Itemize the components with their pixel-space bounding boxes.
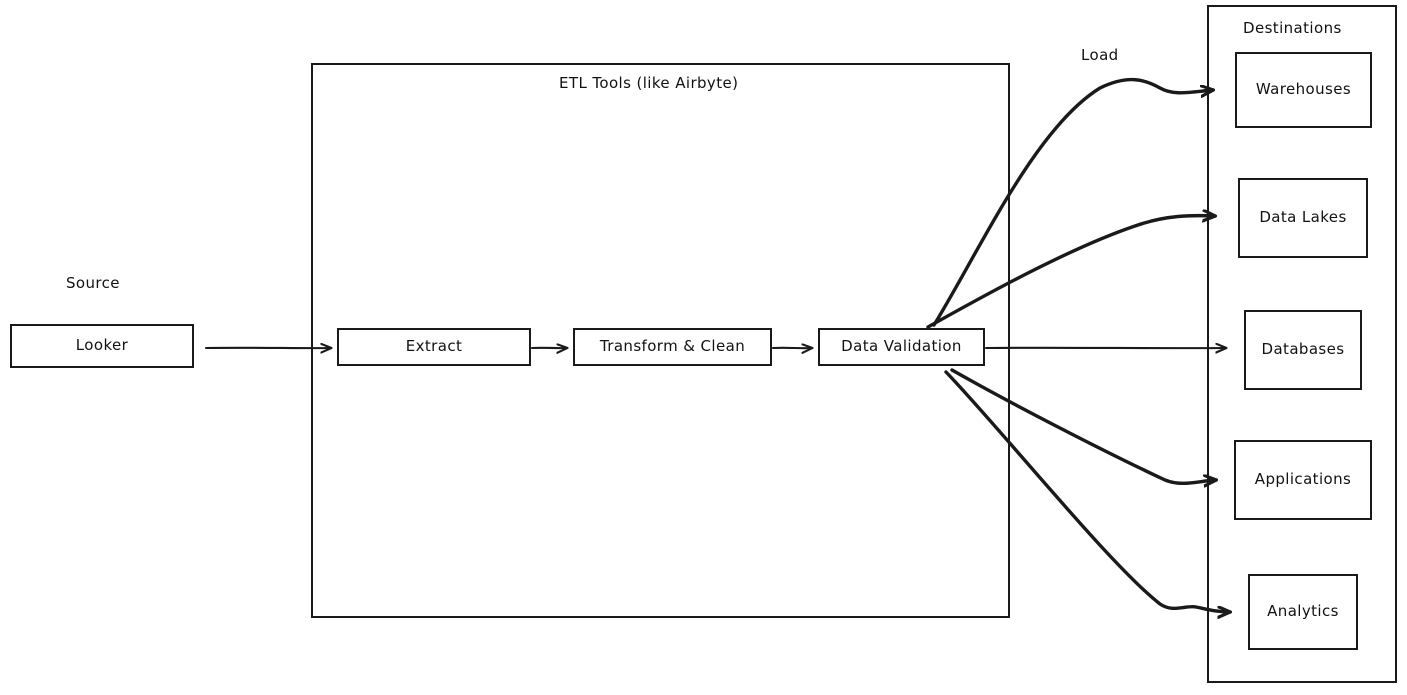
source-label: Source xyxy=(66,274,120,292)
node-applications[interactable]: Applications xyxy=(1234,440,1372,520)
node-transform-clean-label: Transform & Clean xyxy=(599,337,746,356)
destinations-container xyxy=(1207,5,1397,683)
load-label: Load xyxy=(1081,46,1119,64)
node-databases-label: Databases xyxy=(1261,340,1345,359)
etl-tools-title: ETL Tools (like Airbyte) xyxy=(559,74,739,92)
node-warehouses[interactable]: Warehouses xyxy=(1235,52,1372,128)
node-warehouses-label: Warehouses xyxy=(1255,80,1352,99)
node-data-validation[interactable]: Data Validation xyxy=(818,328,985,366)
node-extract[interactable]: Extract xyxy=(337,328,531,366)
node-analytics-label: Analytics xyxy=(1267,602,1339,621)
node-transform-clean[interactable]: Transform & Clean xyxy=(573,328,772,366)
node-data-lakes[interactable]: Data Lakes xyxy=(1238,178,1368,258)
node-looker-label: Looker xyxy=(75,336,129,355)
node-extract-label: Extract xyxy=(405,337,463,356)
node-applications-label: Applications xyxy=(1254,470,1352,489)
node-data-lakes-label: Data Lakes xyxy=(1259,208,1347,227)
node-databases[interactable]: Databases xyxy=(1244,310,1362,390)
etl-tools-container xyxy=(311,63,1010,618)
destinations-title: Destinations xyxy=(1243,19,1342,37)
node-looker[interactable]: Looker xyxy=(10,324,194,368)
node-data-validation-label: Data Validation xyxy=(841,337,962,356)
node-analytics[interactable]: Analytics xyxy=(1248,574,1358,650)
